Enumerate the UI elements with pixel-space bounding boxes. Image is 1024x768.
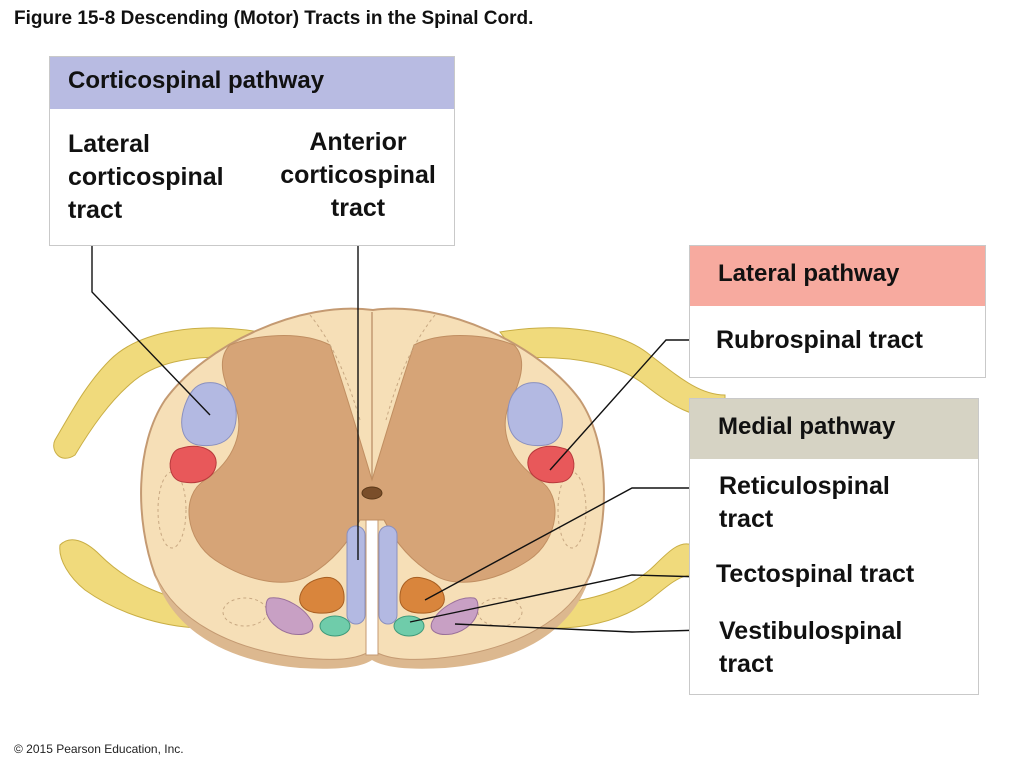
lateral-pathway-box: Lateral pathway [689, 245, 986, 378]
left-rubrospinal-tract [169, 445, 217, 484]
figure-title: Figure 15-8 Descending (Motor) Tracts in… [14, 8, 534, 29]
right-vestibulospinal-tract [430, 597, 479, 635]
corticospinal-pathway-box: Corticospinal pathway [49, 56, 455, 246]
central-canal [361, 486, 383, 500]
right-tectospinal-tract [393, 615, 425, 637]
medial-pathway-box: Medial pathway [689, 398, 979, 695]
left-tectospinal-tract [319, 615, 351, 637]
corticospinal-pathway-header: Corticospinal pathway [50, 57, 454, 109]
right-anterior-corticospinal-tract [378, 525, 398, 625]
left-vestibulospinal-tract [265, 597, 314, 635]
vestibulospinal-label: Vestibulospinal tract [719, 617, 903, 678]
lateral-pathway-title: Lateral pathway [718, 260, 900, 287]
leader-rubrospinal [549, 339, 700, 471]
corticospinal-pathway-title: Corticospinal pathway [68, 67, 325, 94]
leader-vestibulospinal [454, 623, 704, 633]
right-lateral-corticospinal-tract [507, 382, 563, 447]
leader-lines [91, 234, 704, 633]
copyright-notice: © 2015 Pearson Education, Inc. [14, 742, 184, 756]
leader-tectospinal [409, 574, 704, 623]
anterior-median-fissure [365, 519, 379, 656]
gray-matter [188, 335, 556, 583]
right-reticulospinal-tract [399, 576, 445, 614]
anterior-corticospinal-label: Anterior corticospinal tract [280, 128, 436, 222]
lateral-corticospinal-label: Lateral corticospinal tract [68, 130, 224, 224]
medial-pathway-title: Medial pathway [718, 413, 896, 440]
tectospinal-label: Tectospinal tract [716, 560, 915, 588]
leader-lateral-corticospinal [91, 236, 211, 416]
left-reticulospinal-tract [299, 576, 345, 614]
reticulospinal-label: Reticulospinal tract [719, 472, 890, 533]
lateral-pathway-header: Lateral pathway [690, 246, 985, 306]
medial-pathway-header: Medial pathway [690, 399, 978, 459]
left-anterior-corticospinal-tract [346, 525, 366, 625]
leader-reticulospinal [424, 487, 703, 601]
rubrospinal-label: Rubrospinal tract [716, 326, 923, 354]
